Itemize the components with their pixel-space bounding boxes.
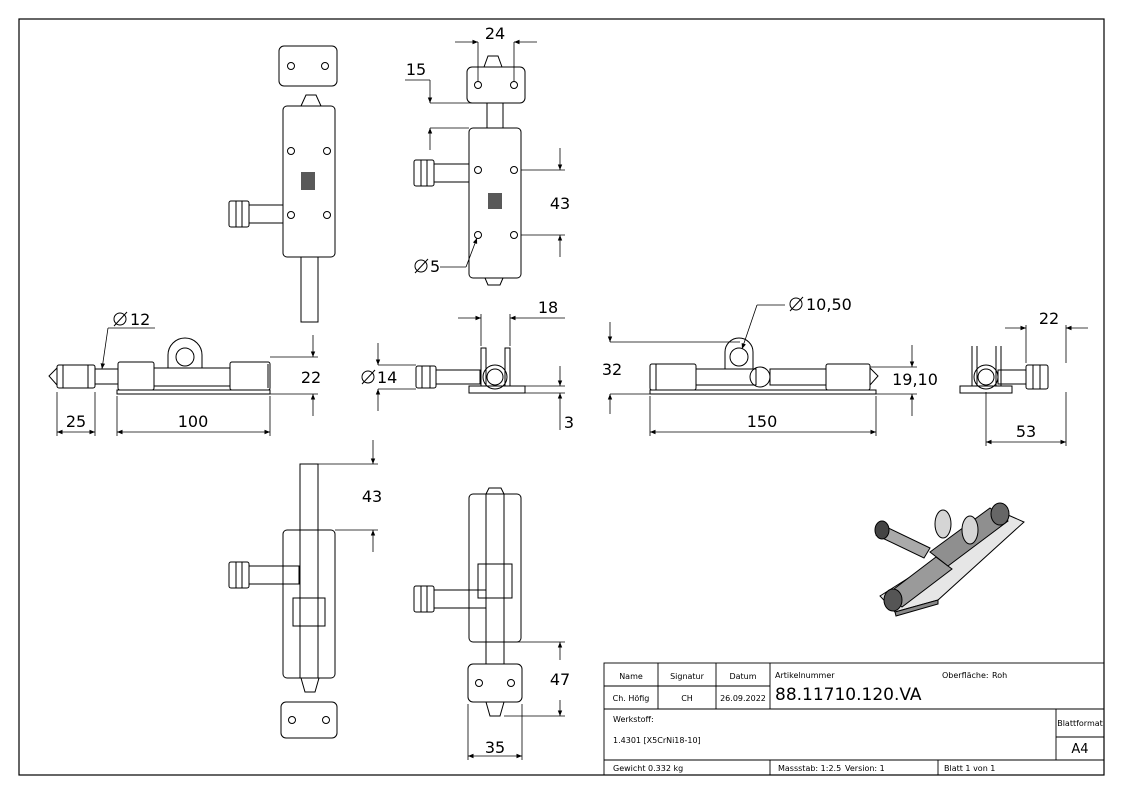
dim-3: 3 bbox=[564, 413, 574, 432]
dim-53: 53 bbox=[1016, 422, 1036, 441]
rear-view-vertical-left bbox=[228, 463, 338, 739]
side-view-horizontal-right bbox=[649, 337, 879, 395]
side-view-horizontal-left bbox=[48, 337, 271, 395]
dim-35: 35 bbox=[485, 738, 505, 757]
dim-25: 25 bbox=[66, 412, 86, 431]
dim-15: 15 bbox=[406, 60, 426, 79]
dim-43-bottom: 43 bbox=[362, 487, 382, 506]
title-col-signatur: Signatur bbox=[670, 672, 705, 681]
surface-value: Roh bbox=[992, 671, 1007, 680]
dim-47: 47 bbox=[550, 670, 570, 689]
article-number: 88.11710.120.VA bbox=[775, 685, 922, 705]
diameter-symbol-5 bbox=[414, 258, 429, 274]
diameter-symbol-12 bbox=[113, 311, 128, 327]
front-view-vertical-left bbox=[228, 45, 338, 323]
diameter-symbol-10-50 bbox=[789, 296, 804, 312]
title-block: Name Signatur Datum Ch. Höfig CH 26.09.2… bbox=[603, 662, 1105, 776]
drawn-date: 26.09.2022 bbox=[720, 694, 766, 703]
title-col-name: Name bbox=[619, 672, 643, 681]
material-label: Werkstoff: bbox=[613, 715, 654, 724]
dim-10-50: 10,50 bbox=[806, 295, 852, 314]
dim-150: 150 bbox=[747, 412, 778, 431]
weight: Gewicht 0.332 kg bbox=[613, 764, 683, 773]
end-view-center bbox=[415, 347, 526, 394]
dim-32: 32 bbox=[602, 360, 622, 379]
title-col-datum: Datum bbox=[729, 672, 756, 681]
end-view-right bbox=[959, 346, 1049, 394]
dim-5: 5 bbox=[430, 257, 440, 276]
sheet-number: Blatt 1 von 1 bbox=[944, 764, 995, 773]
rear-view-vertical-dimensioned bbox=[413, 487, 523, 717]
sheet-format-label: Blattformat bbox=[1057, 719, 1103, 728]
surface-label: Oberfläche: bbox=[942, 671, 989, 680]
dim-100: 100 bbox=[178, 412, 209, 431]
dim-14: 14 bbox=[377, 368, 397, 387]
version: Version: 1 bbox=[845, 764, 885, 773]
drawn-by-name: Ch. Höfig bbox=[613, 694, 650, 703]
dim-43-top: 43 bbox=[550, 194, 570, 213]
drawing-frame bbox=[18, 18, 1105, 776]
material-value: 1.4301 [X5CrNi18-10] bbox=[613, 736, 701, 745]
isometric-view bbox=[874, 502, 1025, 617]
front-view-vertical-dimensioned bbox=[413, 55, 526, 286]
scale: Massstab: 1:2.5 bbox=[778, 764, 841, 773]
dim-22-left: 22 bbox=[301, 368, 321, 387]
sheet-format-value: A4 bbox=[1071, 742, 1088, 757]
dim-18: 18 bbox=[538, 298, 558, 317]
dim-24: 24 bbox=[485, 24, 505, 43]
dim-19-10: 19,10 bbox=[892, 370, 938, 389]
article-number-label: Artikelnummer bbox=[775, 671, 835, 680]
dim-22-right: 22 bbox=[1039, 309, 1059, 328]
dim-12: 12 bbox=[130, 310, 150, 329]
drawn-by-signature: CH bbox=[681, 694, 693, 703]
diameter-symbol-14 bbox=[361, 369, 376, 385]
